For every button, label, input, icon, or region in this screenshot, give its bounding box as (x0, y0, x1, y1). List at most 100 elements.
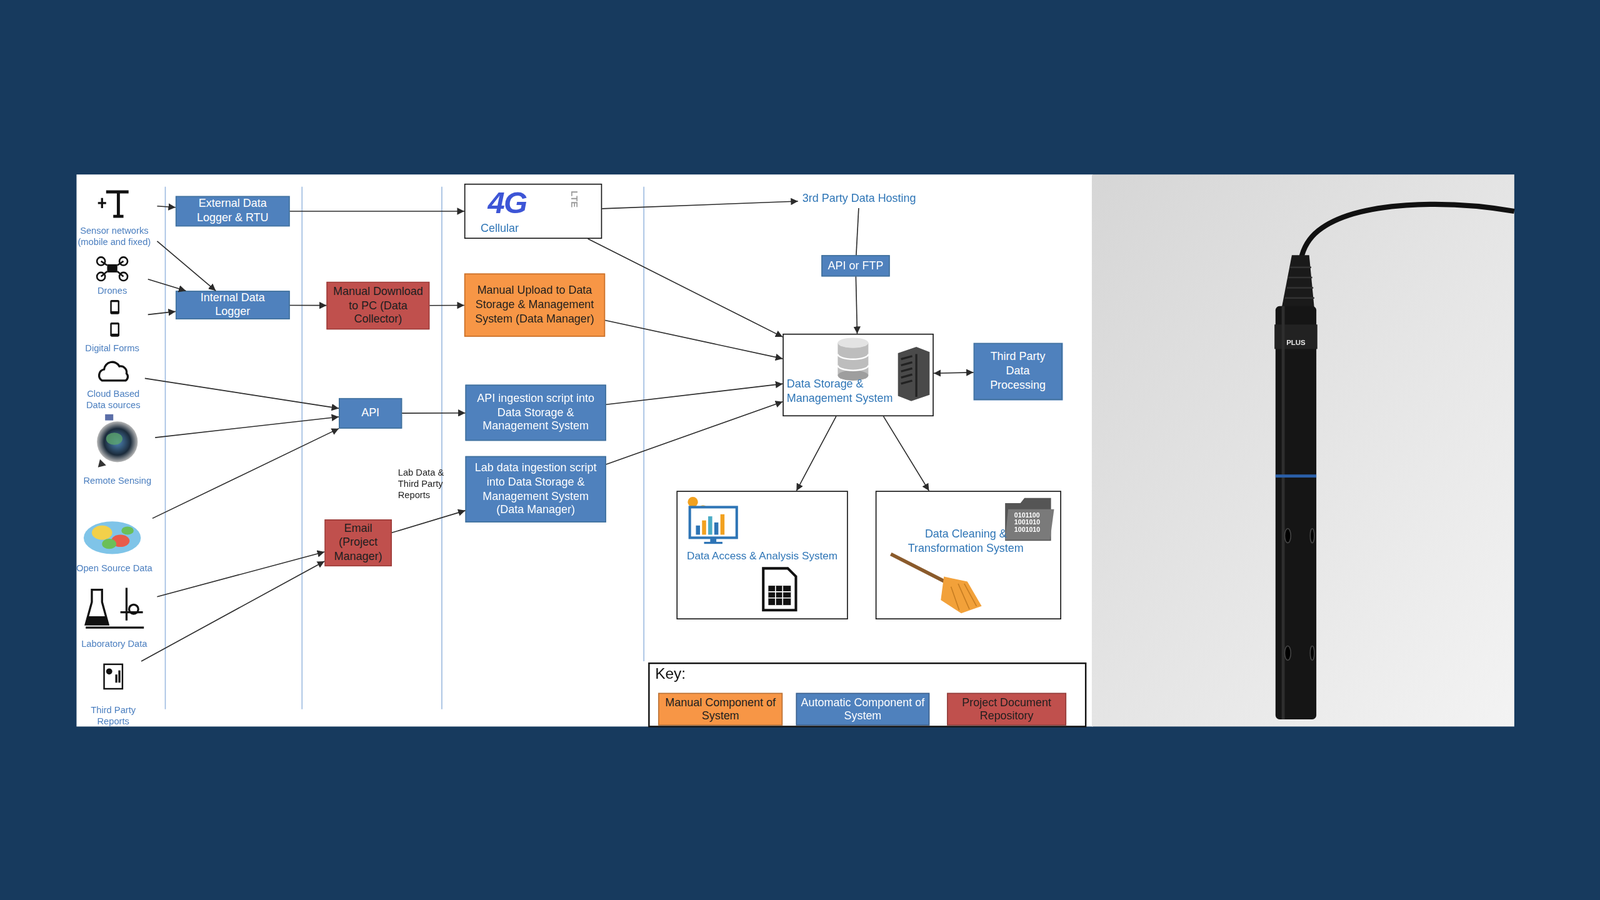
box-text: Third Party Data Processing (979, 350, 1056, 393)
source-label: Remote Sensing (83, 475, 152, 486)
automatic-box: API or FTP (821, 255, 890, 277)
access-box: Data Access & Analysis System (676, 490, 848, 620)
connector-arrow (141, 561, 325, 662)
connector-arrow (148, 279, 187, 291)
box-text: 4G (487, 185, 527, 220)
hosting-label: 3rd Party Data Hosting (798, 190, 921, 209)
photo-panel (1091, 174, 1515, 727)
source-remote-sensing: Remote Sensing (79, 414, 155, 486)
connector-arrow (290, 305, 327, 307)
box-text: API (361, 406, 380, 420)
chart-bar (701, 520, 707, 535)
source-label: Drones (97, 285, 127, 297)
connector-arrow (796, 416, 836, 491)
map-patch (91, 525, 113, 540)
chart-bar (708, 516, 713, 535)
connector-arrow (606, 383, 783, 405)
column-divider (165, 186, 167, 710)
map-patch (121, 526, 134, 535)
probe-collar (1274, 324, 1318, 349)
cellular-box: 4G LTE Cellular (464, 183, 602, 239)
flask-liquid (85, 616, 109, 625)
broom-bristles (940, 576, 982, 614)
box-text: Lab data ingestion script into Data Stor… (471, 461, 600, 518)
connector-arrow (148, 311, 176, 315)
box-text: Internal Data Logger (181, 291, 284, 320)
connector-arrow (883, 416, 930, 491)
document-icon (763, 568, 796, 610)
legend-frame (648, 663, 1086, 727)
connector-arrow (588, 238, 784, 337)
report-icon (104, 664, 123, 689)
storage-box: Data Storage & Management System (782, 333, 934, 417)
drone-rotor (96, 256, 105, 265)
drone-body (106, 264, 117, 273)
phone-screen (111, 301, 119, 312)
phone-icon (110, 300, 120, 315)
box-text: External Data Logger & RTU (181, 197, 284, 226)
satellite-dish (98, 459, 107, 468)
source-label: Cloud Based Data sources (81, 389, 145, 411)
box-text: Cellular (480, 221, 519, 235)
gear-icon (687, 496, 698, 507)
chart-bar (720, 514, 725, 535)
legend-text: Automatic Component of System (796, 695, 929, 723)
probe-hole (1285, 528, 1292, 544)
legend-text: Manual Component of System (659, 695, 782, 723)
monitor-stand (704, 541, 723, 544)
source-label: Laboratory Data (81, 638, 147, 649)
automatic-box: API ingestion script into Data Storage &… (465, 385, 606, 442)
probe-body (1275, 306, 1317, 720)
connector-arrow (605, 320, 783, 359)
connector-arrow (152, 428, 339, 519)
map-patch (101, 538, 117, 549)
probe-highlight (1281, 306, 1285, 720)
column-divider (643, 186, 645, 662)
cleaning-box: Data Cleaning & Transformation System010… (875, 490, 1062, 620)
white-panel (76, 174, 1093, 727)
report-bar (118, 670, 120, 684)
connector-arrow (606, 401, 783, 465)
probe-hole (1310, 645, 1315, 660)
source-reports: Third Party Reports (85, 661, 142, 727)
source-laboratory: Laboratory Data (71, 579, 157, 649)
column-divider (441, 186, 443, 710)
globe-icon (96, 421, 138, 462)
phone-icon (110, 322, 120, 337)
broom-handle (890, 554, 949, 584)
source-digital-forms: Digital Forms (76, 298, 148, 354)
box-text: 0101100 1001010 1001010 (1014, 512, 1040, 534)
automatic-box: Internal Data Logger (175, 290, 290, 320)
database-icon (837, 337, 869, 348)
source-cloud: Cloud Based Data sources (81, 359, 145, 411)
document-grid (768, 585, 791, 605)
column-divider (301, 186, 303, 710)
legend-swatch: Manual Component of System (658, 693, 783, 726)
phone-screen (111, 324, 119, 334)
source-drones: Drones (76, 255, 148, 296)
connector-arrow (855, 276, 857, 334)
automatic-box: External Data Logger & RTU (175, 195, 290, 227)
box-text: Data Access & Analysis System (677, 548, 847, 562)
repository-box: Email (Project Manager) (324, 519, 392, 567)
edge-label: Lab Data & Third Party Reports (398, 467, 458, 501)
source-label: Open Source Data (76, 563, 153, 574)
source-open-data: Open Source Data (71, 518, 157, 574)
report-pie (106, 668, 113, 675)
connector-arrow (401, 412, 465, 414)
box-text: API ingestion script into Data Storage &… (471, 391, 600, 434)
probe-brand: PLUS (1274, 338, 1318, 346)
legend-text: Project Document Repository (948, 695, 1066, 723)
connector-arrow (145, 378, 339, 409)
folder-front (1005, 509, 1054, 540)
broom-lines (951, 583, 977, 610)
box-text: 3rd Party Data Hosting (802, 191, 917, 206)
connector-arrow (856, 208, 859, 255)
manual-box: Manual Upload to Data Storage & Manageme… (464, 273, 605, 337)
box-text: LTE (569, 190, 579, 208)
probe-ridges (1285, 267, 1315, 299)
